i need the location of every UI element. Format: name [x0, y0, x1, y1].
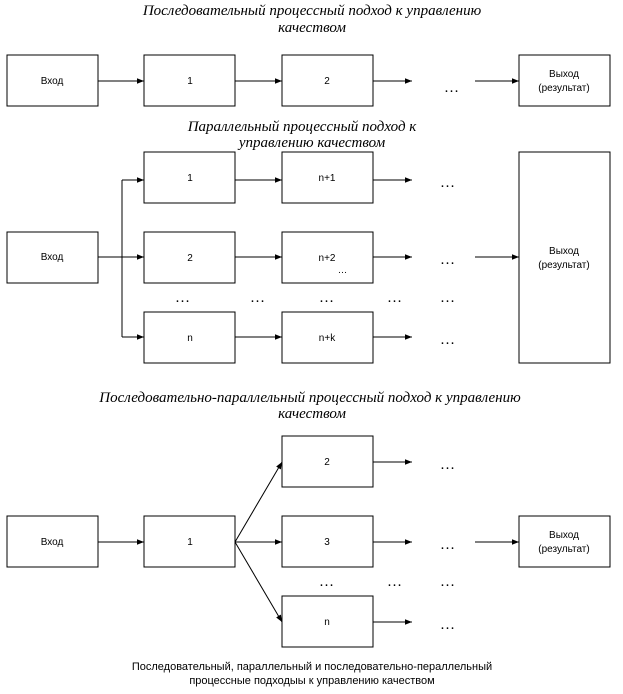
par-box-n1-label: n+1: [319, 173, 336, 184]
seqpar-ellipsis-mid-2: …: [387, 574, 403, 590]
seqpar-title-line2: качеством: [278, 406, 346, 422]
par-ellipsis-mid-3: …: [319, 290, 335, 306]
parallel-title-line1: Параллельный процессный подход к: [187, 119, 418, 135]
sequential-parallel-section: Последовательно-параллельный процессный …: [6, 390, 611, 648]
par-ellipsis-mid-5: …: [440, 290, 456, 306]
seq-step-2-label: 2: [324, 76, 330, 87]
seqpar-output-label-line1: Выход: [549, 530, 579, 541]
seqpar-box-2-label: 2: [324, 457, 330, 468]
par-box-nk-label: n+k: [319, 333, 336, 344]
seqpar-title-line1: Последовательно-параллельный процессный …: [98, 390, 521, 406]
par-ellipsis-row2: …: [440, 252, 456, 268]
par-input-box: [6, 231, 99, 284]
par-box-n2-ellipsis: …: [338, 265, 348, 275]
seqpar-ellipsis-row1: …: [440, 457, 456, 473]
seqpar-input-label: Вход: [41, 537, 64, 548]
seqpar-step-1-label: 1: [187, 537, 193, 548]
seqpar-ellipsis-mid-3: …: [440, 574, 456, 590]
par-box-n1: [281, 151, 374, 204]
seqpar-box-n: [281, 595, 374, 648]
seq-output-label-line1: Выход: [549, 69, 579, 80]
sequential-section: Последовательный процессный подход к упр…: [6, 3, 611, 107]
par-output-box: [518, 151, 611, 364]
par-ellipsis-mid-2: …: [250, 290, 266, 306]
seq-step-2-box: [281, 54, 374, 107]
par-ellipsis-mid-1: …: [175, 290, 191, 306]
par-ellipsis-row3: …: [440, 332, 456, 348]
par-box-n-label: n: [187, 333, 193, 344]
figure-caption: Последовательный, параллельный и последо…: [132, 661, 492, 687]
seqpar-box-2: [281, 435, 374, 488]
seq-step-1-label: 1: [187, 76, 193, 87]
par-output-label-line2: (результат): [538, 260, 589, 271]
par-output-label-line1: Выход: [549, 246, 579, 257]
par-box-1: [143, 151, 236, 204]
seqpar-ellipsis-mid-1: …: [319, 574, 335, 590]
par-box-1-label: 1: [187, 173, 193, 184]
sequential-title-line1: Последовательный процессный подход к упр…: [142, 3, 482, 19]
seq-step-1-box: [143, 54, 236, 107]
seqpar-box-n-label: n: [324, 617, 330, 628]
seqpar-box-3-label: 3: [324, 537, 330, 548]
parallel-title-line2: управлению качеством: [237, 135, 386, 151]
par-box-n2: [281, 231, 374, 284]
par-box-2: [143, 231, 236, 284]
par-box-nk: [281, 311, 374, 364]
sequential-title-line2: качеством: [278, 20, 346, 36]
par-box-n: [143, 311, 236, 364]
seqpar-arrow-1-to-n: [234, 541, 283, 623]
seqpar-arrow-1-to-2: [234, 461, 283, 543]
seqpar-box-3: [281, 515, 374, 568]
caption-line1: Последовательный, параллельный и последо…: [132, 661, 492, 673]
seqpar-ellipsis-row2: …: [440, 537, 456, 553]
seq-input-label: Вход: [41, 76, 64, 87]
seqpar-output-box: [518, 515, 611, 568]
par-input-label: Вход: [41, 252, 64, 263]
parallel-section: Параллельный процессный подход к управле…: [6, 119, 611, 364]
seqpar-ellipsis-row3: …: [440, 617, 456, 633]
par-box-2-label: 2: [187, 253, 193, 264]
seq-output-label-line2: (результат): [538, 83, 589, 94]
par-ellipsis-mid-4: …: [387, 290, 403, 306]
caption-line2: процессные подходыы к управлению качеств…: [189, 675, 434, 687]
par-ellipsis-row1: …: [440, 175, 456, 191]
seqpar-output-label-line2: (результат): [538, 544, 589, 555]
seq-input-box: [6, 54, 99, 107]
seqpar-input-box: [6, 515, 99, 568]
seq-ellipsis: …: [444, 80, 460, 96]
par-box-n2-label: n+2: [319, 253, 336, 264]
seq-output-box: [518, 54, 611, 107]
